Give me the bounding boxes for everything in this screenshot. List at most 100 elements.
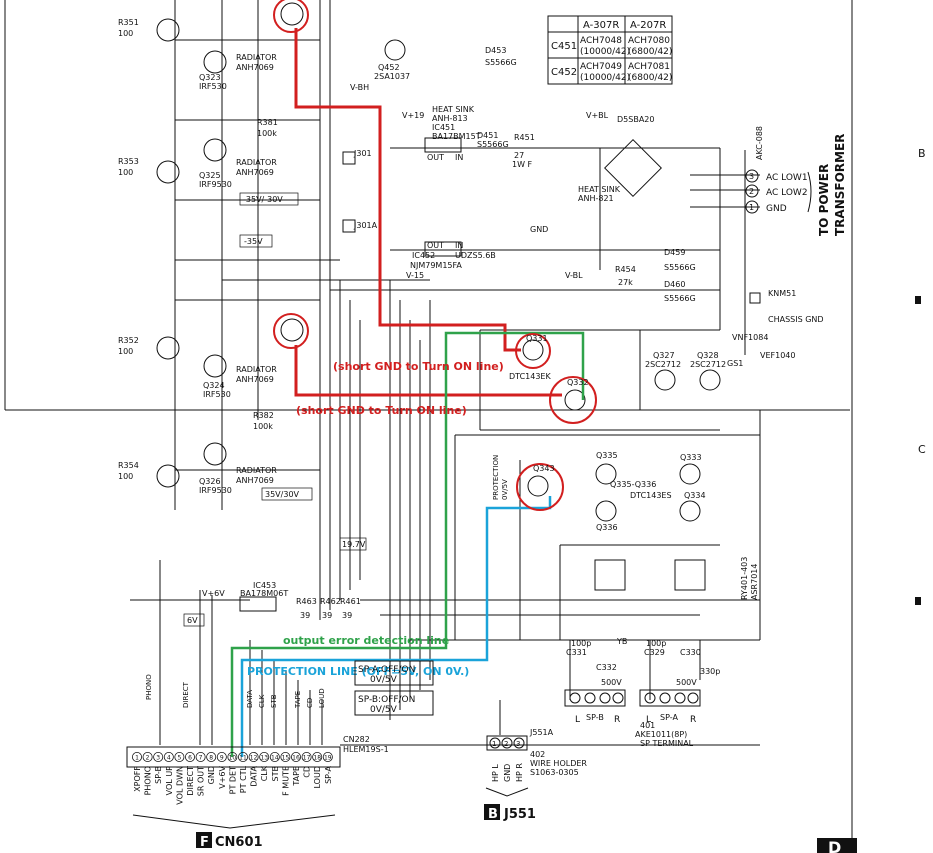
cn601-pin-label: TAPE [292, 766, 301, 787]
table-cell: C451 [551, 41, 577, 52]
cn601-pin [290, 752, 301, 763]
label: IC453 [253, 581, 276, 590]
cn601-pin-number: 1 [135, 755, 139, 762]
label: 100 [118, 29, 133, 38]
label: PROTECTION [492, 455, 500, 500]
label: KNM51 [768, 289, 796, 298]
label: Q343 [533, 464, 555, 473]
j301-box [342, 151, 356, 165]
transformer-pin [745, 200, 759, 214]
label: S5566G [664, 263, 696, 272]
label: ANH-813 [432, 114, 468, 123]
wire-holder-part: S1063-0305 [530, 768, 579, 777]
label: 500V [601, 678, 622, 687]
cn601-pin-label: STB [271, 766, 280, 781]
cn601-top-label: TAPE [294, 691, 302, 709]
cn601-pin-number: 17 [303, 755, 311, 762]
transistors [156, 2, 721, 522]
label: IC452 [412, 251, 435, 260]
label: V+BL [586, 111, 609, 120]
label: DTC143ES [630, 491, 672, 500]
sp-terminal [644, 692, 656, 704]
red-turn-on-line-2 [294, 345, 562, 397]
label: S5566G [477, 140, 509, 149]
label: IC451 [432, 123, 455, 132]
cn601-pin [259, 752, 270, 763]
label: R353 [118, 157, 139, 166]
table-cell: (10000/42) [580, 73, 630, 83]
red-circle-q332 [549, 376, 597, 424]
transformer-brace [807, 171, 812, 213]
annotation-short-gnd-2: (short GND to Turn ON line) [296, 404, 467, 417]
label: Q336 [596, 523, 618, 532]
label: SP-A [660, 713, 678, 722]
label: SP TERMINAL [640, 739, 694, 748]
sp-term-label: R [690, 715, 696, 725]
label: NJM79M15FA [410, 261, 462, 270]
v6-box [183, 613, 205, 627]
label: 39 [342, 611, 352, 620]
sp-b-switch-box [354, 690, 434, 716]
sp-b-volts: 0V/5V [370, 705, 398, 715]
relay-box-1 [594, 559, 626, 591]
label: D453 [485, 46, 506, 55]
cn601-pin-number: 7 [199, 755, 203, 762]
wire-holder-label: WIRE HOLDER [530, 759, 587, 768]
label: ASR7014 [750, 564, 759, 600]
transistor-q335 [595, 463, 617, 485]
j551a-label: J551A [529, 728, 554, 737]
transistor-q325 [203, 138, 227, 162]
cn601-pin-number: 3 [156, 755, 160, 762]
cn601-pin-label: SP-A [324, 765, 333, 783]
label: HEAT SINK [578, 185, 621, 194]
transformer-connector: 3 2 1 AC LOW1 AC LOW2 GND TO POWER TRANS… [745, 126, 847, 236]
cn601-pin-label: DATA [250, 765, 259, 786]
v19-7-box [339, 537, 367, 551]
cn601-pin [301, 752, 312, 763]
label: IRF9530 [199, 180, 232, 189]
label: Q333 [680, 453, 702, 462]
sp-terminal [674, 692, 686, 704]
label: R354 [118, 461, 139, 470]
cn601-top-label: PHONO [145, 674, 153, 700]
table-cell: (6800/42) [628, 47, 672, 57]
ic451-body [424, 137, 462, 153]
j551-connector: 1 2 3 HP L GND HP R B J551 J551A 402 WIR… [484, 728, 587, 822]
label: 2SA1037 [374, 72, 410, 81]
label: S5566G [664, 294, 696, 303]
cn601-pin-label: VOL DWN [175, 766, 184, 805]
cn601-top-label: DIRECT [182, 681, 190, 708]
label: VEF1040 [760, 351, 796, 360]
cn601-top-label: LOUD [318, 688, 326, 708]
label: Q325 [199, 171, 221, 180]
label: 100 [118, 168, 133, 177]
cn601-pin [322, 752, 333, 763]
cn601-pin-number: 4 [167, 755, 171, 762]
component-labels: R351 100 RADIATOR ANH7069 Q323 IRF530 R3… [118, 18, 824, 748]
transistor-q333 [679, 463, 701, 485]
transformer-pin-label: AC LOW2 [766, 188, 808, 198]
label: ANH7069 [236, 63, 274, 72]
label: CHASSIS GND [768, 315, 824, 324]
label: GS1 [727, 359, 743, 368]
j551-pin-num: 2 [504, 740, 508, 748]
label: IRF530 [203, 390, 231, 399]
grid-mark-b: B [918, 147, 926, 160]
label: 100p [571, 639, 591, 648]
label: RADIATOR [236, 158, 277, 167]
label: C329 [644, 648, 665, 657]
label: IRF9530 [199, 486, 232, 495]
cn601-pin [142, 752, 153, 763]
transformer-pin [745, 169, 759, 183]
cn601-pin-number: 2 [146, 755, 150, 762]
d-tag-box [817, 838, 857, 853]
transformer-pin-num: 2 [749, 187, 754, 196]
label: OUT [427, 241, 444, 250]
label: R382 [253, 411, 274, 420]
label: IN [455, 241, 463, 250]
transistor-q452 [384, 39, 406, 61]
sp-terminal [599, 692, 611, 704]
label: 100k [253, 422, 273, 431]
d-tag-letter: D [828, 838, 841, 853]
